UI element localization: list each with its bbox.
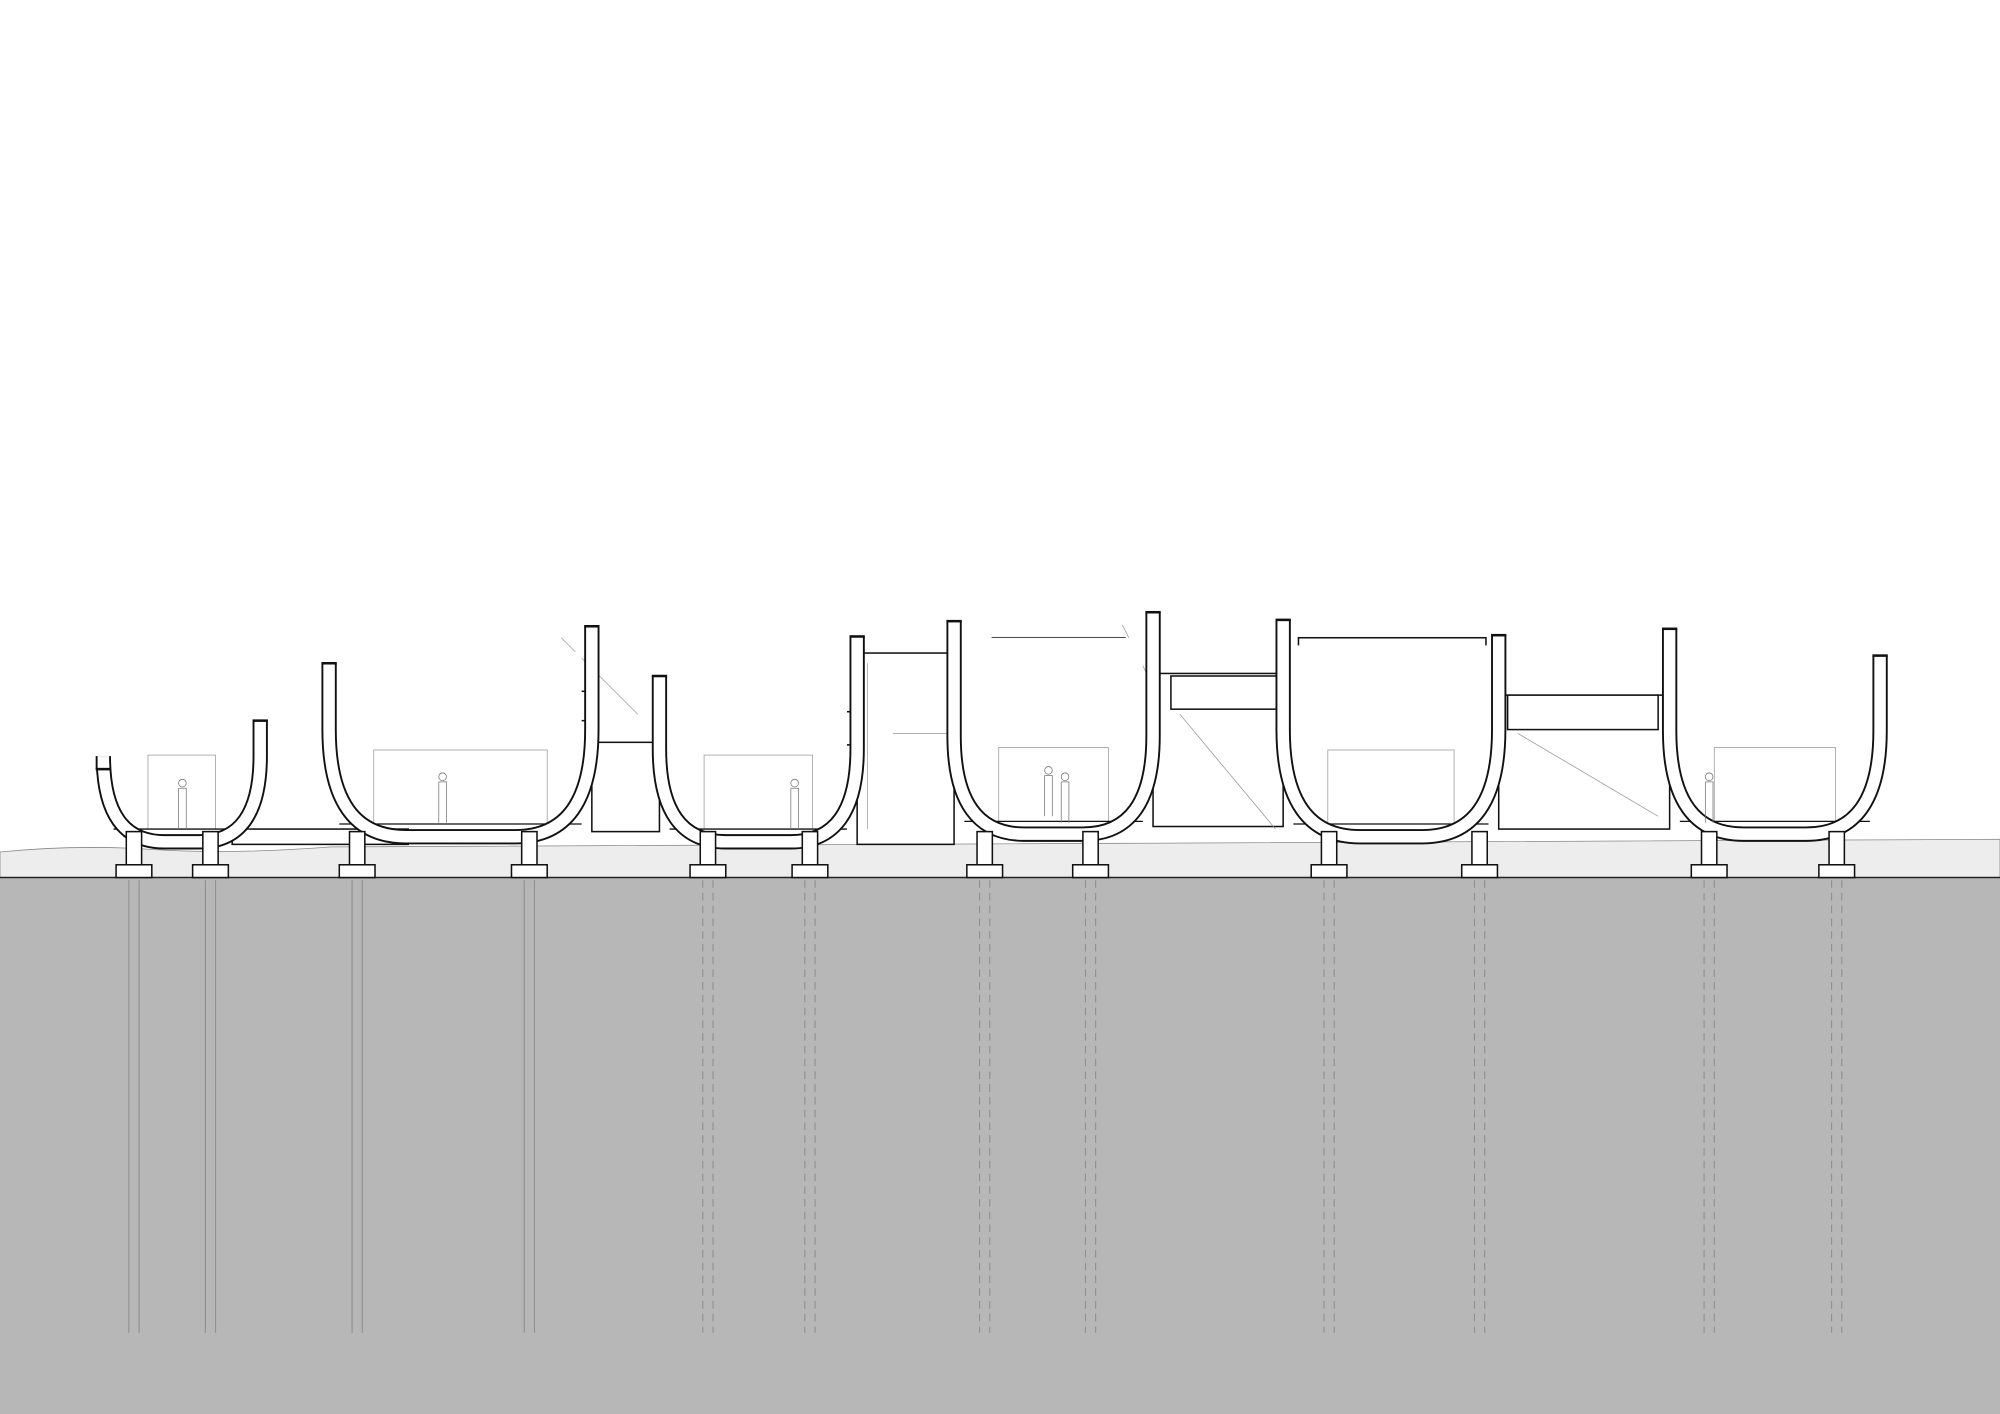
pier-footing [1818,864,1856,879]
vessel-wall-fill [1277,619,1505,843]
person-head [1060,772,1070,781]
vessel-wall-fill [323,626,598,843]
vessel-interior [1679,654,1870,824]
gallery-vessel-3 [651,635,865,850]
pier-footing [1690,864,1728,879]
pier-footing [966,864,1004,879]
connecting-slab [1506,694,1659,731]
pier-footing [510,864,548,879]
pier-footing [115,864,153,879]
pier-footing [191,864,230,879]
person-head [1044,766,1053,775]
pier-column [1082,830,1099,869]
pier-column [520,830,538,869]
pier-footing [338,864,376,879]
pier-column [125,830,143,869]
vessel-wall-fill [97,720,266,848]
vessel-interior [669,661,847,832]
foundation-piers [115,830,1856,879]
vessel-interior [1293,645,1489,827]
person-figure [1044,766,1053,817]
vessel-interior [964,637,1143,824]
gallery-vessels [95,610,1888,850]
pier-footing [1310,864,1348,879]
pier-column [1471,830,1488,869]
person-body [178,787,187,830]
ground-surface-band [0,838,2000,878]
person-body [1044,775,1053,817]
foundation-piles [128,880,1843,1333]
person-figure [438,772,447,823]
connecting-slab [1170,675,1284,710]
gallery-vessel-4 [946,610,1161,842]
connecting-slab [591,741,661,833]
perspective-line [1517,733,1659,817]
human-figures [178,766,1714,830]
person-body [790,787,799,830]
gallery-vessel-6 [1661,627,1888,842]
pier-footing [791,864,829,879]
person-figure [178,778,187,830]
pier-column [348,830,366,869]
person-body [1060,781,1070,823]
pier-column [699,830,717,869]
person-head [1704,772,1714,781]
connecting-slab [856,652,955,846]
vessel-interior [339,651,582,827]
pier-column [1320,830,1338,869]
pier-column [1700,830,1718,869]
person-figure [1704,772,1714,823]
person-head [438,772,447,781]
vessel-wall-fill [653,636,863,848]
gallery-vessel-2 [321,624,600,845]
vessel-interior [113,746,251,832]
pier-column [1828,830,1846,869]
person-head [178,778,187,788]
pier-footing [1071,864,1110,879]
gallery-vessel-1 [95,719,268,850]
person-figure [1060,772,1070,823]
vessel-wall-fill [948,612,1159,840]
pier-footing [1460,864,1499,879]
pier-column [976,830,994,869]
person-head [790,778,799,788]
ground-mass [0,877,2000,1414]
person-body [1704,781,1714,823]
pier-column [202,830,219,869]
pier-column [801,830,819,869]
pier-footing [689,864,727,879]
vessel-wall-fill [1663,628,1886,840]
perspective-line [1179,714,1276,830]
person-body [438,781,447,823]
person-figure [790,778,799,830]
gallery-vessel-5 [1275,618,1507,845]
